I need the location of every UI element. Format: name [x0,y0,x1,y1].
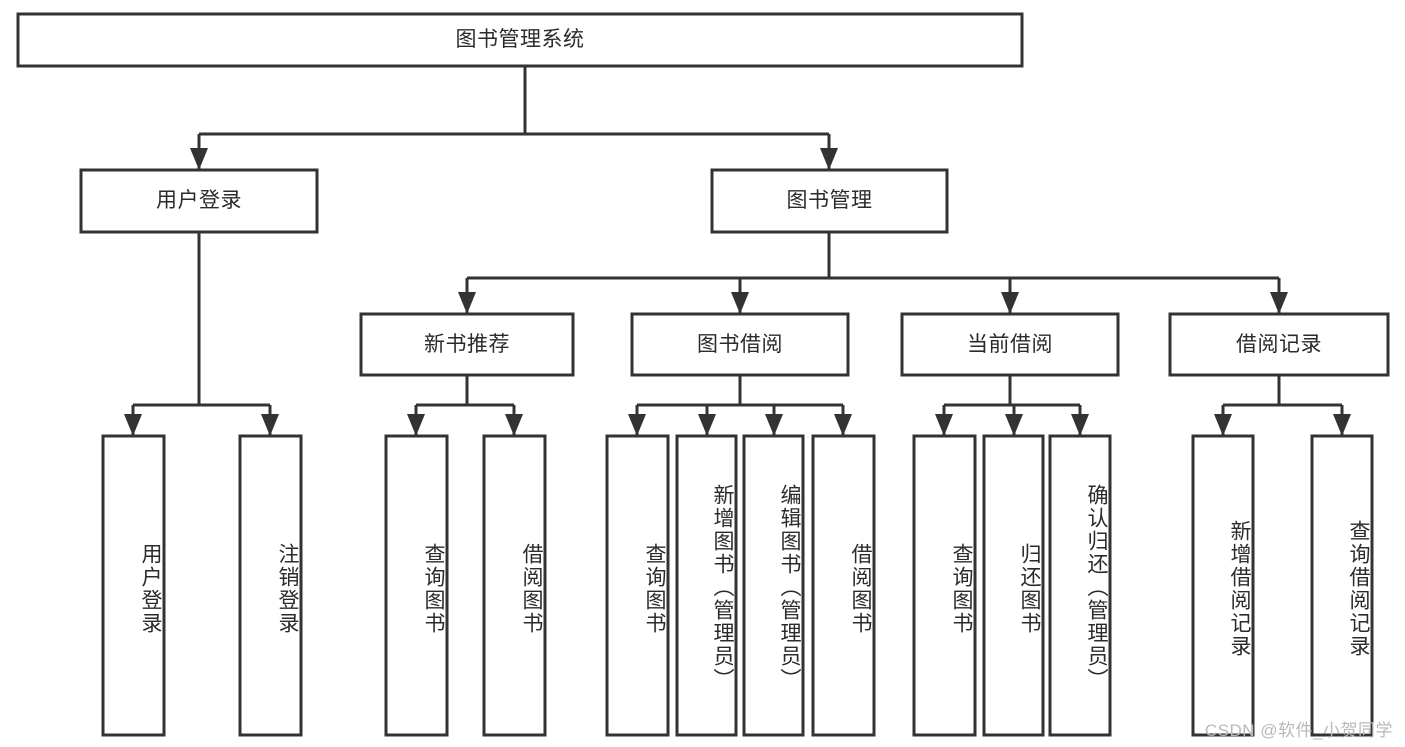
arrow-head-book-2 [1001,292,1019,314]
arrow-head-g3-1 [1333,414,1351,436]
node-box-leaf-12[interactable] [1310,434,1374,737]
node-box-leaf-11[interactable] [1191,434,1255,737]
node-box-leaf-3[interactable] [482,434,547,737]
arrow-head-book-1 [731,292,749,314]
node-box-leaf-2[interactable] [384,434,449,737]
arrow-head-g1-3 [834,414,852,436]
arrow-head-user-0 [124,414,142,436]
node-box-level1-0[interactable] [79,168,319,234]
node-box-leaf-4[interactable] [605,434,670,737]
arrow-head-g1-2 [765,414,783,436]
arrow-head-g3-0 [1214,414,1232,436]
node-box-leaf-10[interactable] [1048,434,1112,737]
arrow-head-book-3 [1270,292,1288,314]
arrow-head-g1-1 [698,414,716,436]
node-box-leaf-7[interactable] [811,434,876,737]
node-box-leaf-0[interactable] [101,434,166,737]
arrow-head-g0-1 [505,414,523,436]
node-box-leaf-9[interactable] [982,434,1045,737]
arrow-head-g2-0 [935,414,953,436]
node-box-leaf-5[interactable] [675,434,738,737]
node-box-leaf-1[interactable] [238,434,303,737]
node-box-level2-0[interactable] [359,312,575,377]
arrow-head-g1-0 [628,414,646,436]
node-box-leaf-6[interactable] [742,434,805,737]
edges-layer [124,66,1351,436]
node-box-level2-3[interactable] [1168,312,1390,377]
arrow-head-g0-0 [407,414,425,436]
boxes-layer [16,12,1390,737]
arrow-head-user-1 [261,414,279,436]
node-box-leaf-8[interactable] [912,434,977,737]
node-box-level2-1[interactable] [630,312,850,377]
arrow-head-book-0 [458,292,476,314]
node-box-level1-1[interactable] [710,168,949,234]
arrow-head-root-0 [190,148,208,170]
node-box-root-0[interactable] [16,12,1024,68]
watermark: CSDN @软件_小贺同学 [1204,721,1393,740]
arrow-head-root-1 [820,148,838,170]
node-box-level2-2[interactable] [900,312,1120,377]
arrow-head-g2-2 [1071,414,1089,436]
arrow-head-g2-1 [1005,414,1023,436]
